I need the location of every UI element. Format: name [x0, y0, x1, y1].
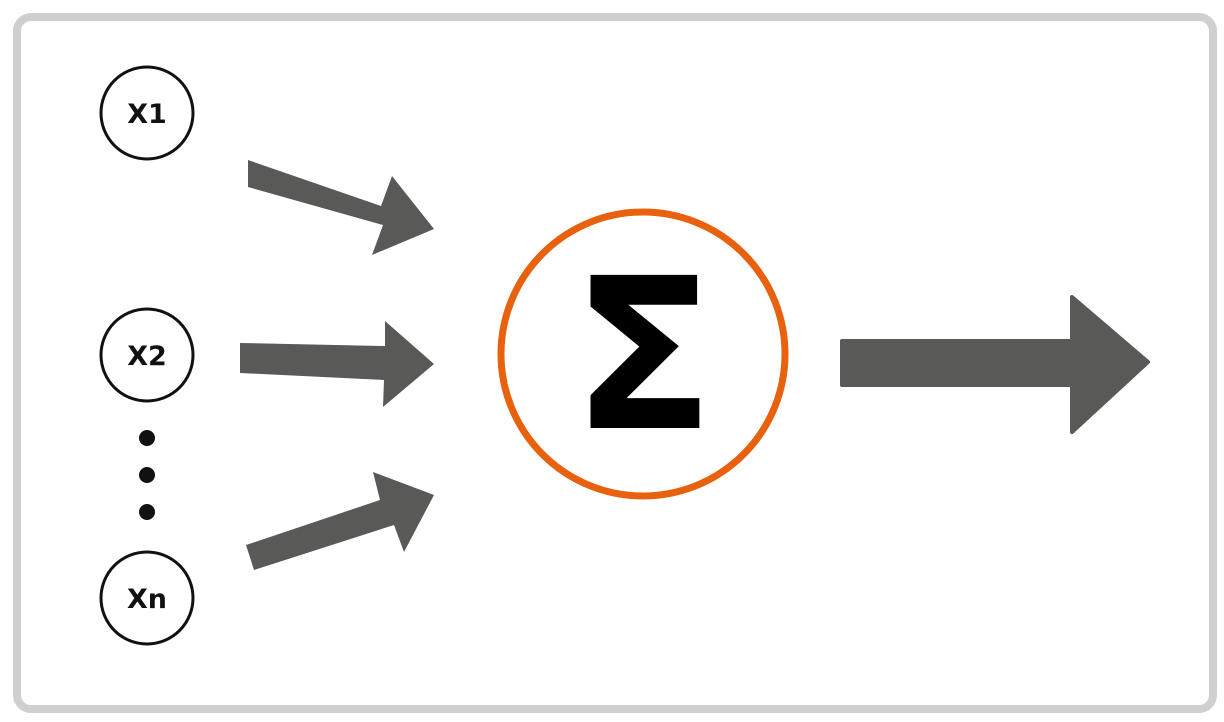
input-node-label: X1	[127, 99, 167, 130]
input-node-xn: Xn	[99, 550, 195, 646]
arrow-right-icon	[240, 321, 434, 407]
input-node-label: Xn	[127, 584, 167, 615]
arrow-right-icon	[246, 472, 434, 570]
input-node-x2: X2	[99, 307, 195, 403]
arrow-right-icon	[840, 295, 1150, 434]
sigma-symbol: Σ	[571, 233, 714, 478]
vertical-ellipsis-icon	[139, 430, 155, 520]
input-node-label: X2	[127, 341, 167, 372]
summation-node: Σ	[497, 208, 789, 500]
input-node-x1: X1	[99, 65, 195, 161]
arrow-right-icon	[248, 160, 434, 255]
